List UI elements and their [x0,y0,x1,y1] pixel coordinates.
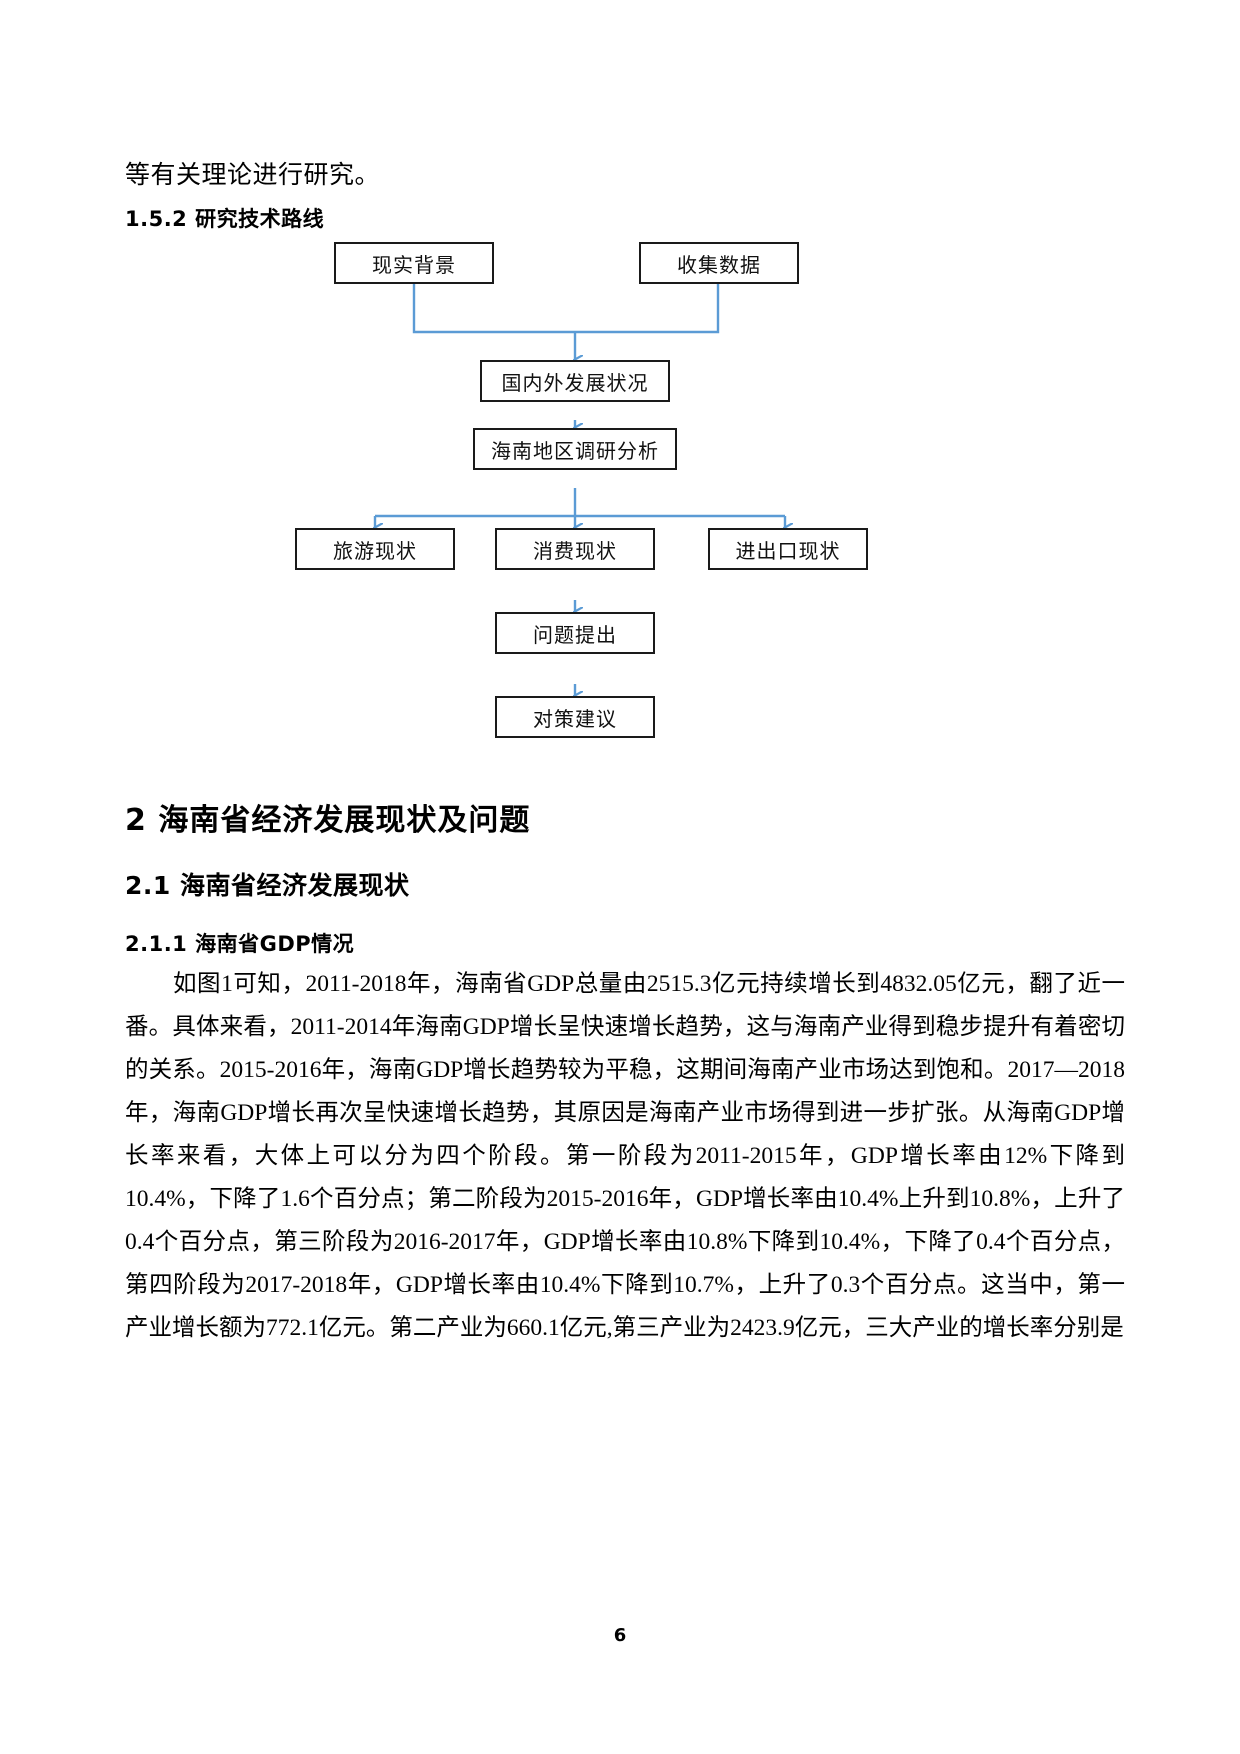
heading-2-1-1: 2.1.1 海南省GDP情况 [125,932,355,956]
research-roadmap-flowchart: 现实背景 收集数据 国内外发展状况 海南地区调研分析 旅游现状 消费现状 进出口… [0,232,1240,752]
flow-node-收集数据[interactable]: 收集数据 [639,242,799,284]
heading-2-1: 2.1 海南省经济发展现状 [125,871,410,900]
flow-node-海南地区调研分析[interactable]: 海南地区调研分析 [473,428,677,470]
flow-node-对策建议[interactable]: 对策建议 [495,696,655,738]
flow-node-label: 现实背景 [372,252,456,277]
heading-1-5-2: 1.5.2 研究技术路线 [125,207,325,231]
lead-paragraph: 等有关理论进行研究。 [125,162,381,189]
flow-node-label: 对策建议 [533,706,617,731]
flow-node-label: 旅游现状 [333,538,417,563]
flow-node-消费现状[interactable]: 消费现状 [495,528,655,570]
page-number: 6 [613,1625,627,1646]
flow-node-国内外发展状况[interactable]: 国内外发展状况 [480,360,670,402]
flow-node-label: 海南地区调研分析 [491,438,659,463]
flowchart-connectors [0,284,1240,752]
body-paragraph: 如图1可知，2011-2018年，海南省GDP总量由2515.3亿元持续增长到4… [125,971,1125,1341]
heading-chapter-2: 2 海南省经济发展现状及问题 [125,803,531,838]
flow-node-label: 问题提出 [533,622,617,647]
flow-node-label: 进出口现状 [735,538,841,563]
flow-node-现实背景[interactable]: 现实背景 [334,242,494,284]
flow-node-label: 消费现状 [533,538,617,563]
flow-node-问题提出[interactable]: 问题提出 [495,612,655,654]
flow-node-label: 国内外发展状况 [501,370,649,395]
flow-node-进出口现状[interactable]: 进出口现状 [708,528,868,570]
flow-node-label: 收集数据 [677,252,761,277]
flow-node-旅游现状[interactable]: 旅游现状 [295,528,455,570]
